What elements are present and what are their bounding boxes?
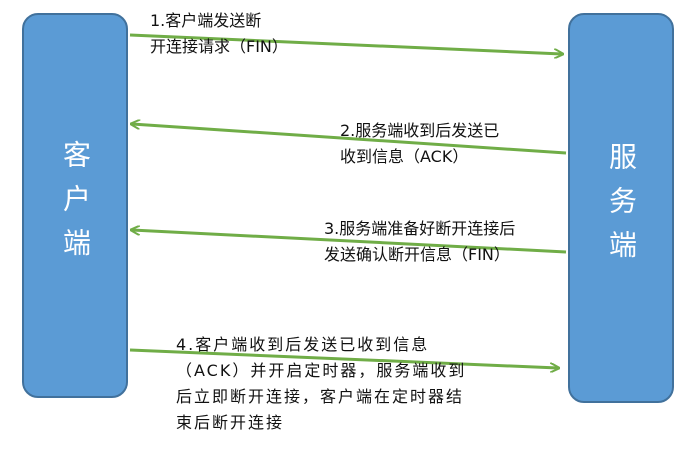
message-4-label: 4.客户端收到后发送已收到信息 （ACK）并开启定时器，服务端收到 后立即断开连… [176,335,467,432]
server-node: 服务端 [568,13,674,403]
message-2-label: 2.服务端收到后发送已 收到信息（ACK） [340,121,500,166]
client-node: 客户端 [22,13,128,398]
arrow-4-ack [129,348,558,368]
message-3-label: 3.服务端准备好断开连接后 发送确认断开信息（FIN） [324,219,516,264]
arrow-1-fin-request [129,33,562,54]
message-1-label: 1.客户端发送断 开连接请求（FIN） [150,11,288,56]
client-node-label: 客户端 [59,139,92,272]
arrow-2-ack [132,124,567,155]
arrow-3-fin-confirm [132,230,567,254]
server-node-label: 服务端 [605,142,638,274]
